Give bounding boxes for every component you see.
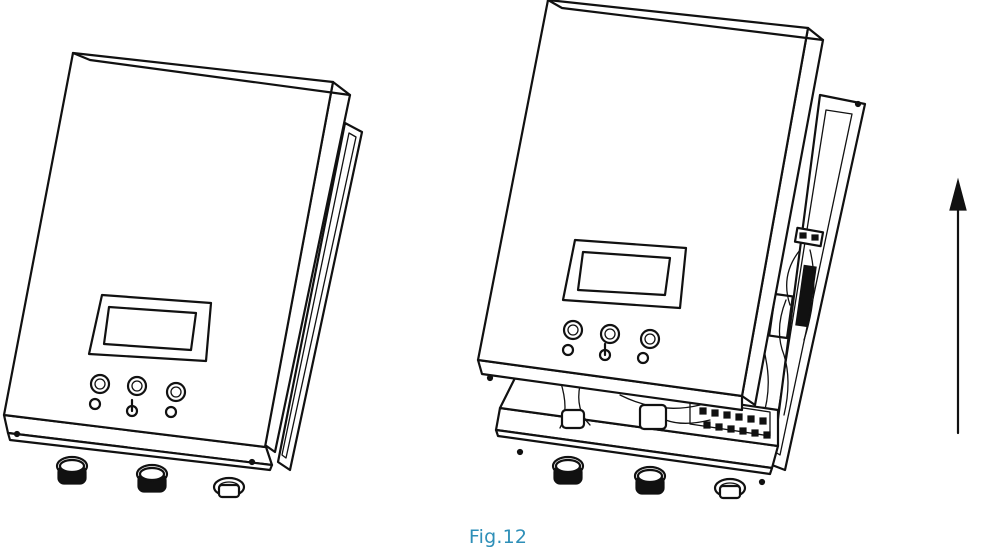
front-cover: [2, 51, 335, 449]
inverter-cover-lifted: [476, 0, 867, 500]
internal-board: [761, 226, 825, 421]
up-arrow-icon: [949, 177, 967, 435]
indicators: [88, 397, 178, 419]
indicators-2: [561, 342, 650, 365]
lifted-front-cover: [476, 0, 810, 398]
control-buttons[interactable]: [89, 373, 187, 403]
figure-caption: Fig.12: [468, 526, 528, 548]
cable-glands: [55, 455, 246, 499]
knob-icon[interactable]: [125, 398, 139, 418]
knob-icon-2[interactable]: [598, 342, 612, 362]
figure-illustration: [2, 0, 967, 500]
inverter-closed: [2, 51, 364, 499]
lcd-display: [87, 293, 213, 363]
cable-glands-2: [551, 455, 747, 500]
control-buttons-2[interactable]: [562, 319, 661, 350]
lcd-display-2: [561, 238, 688, 310]
